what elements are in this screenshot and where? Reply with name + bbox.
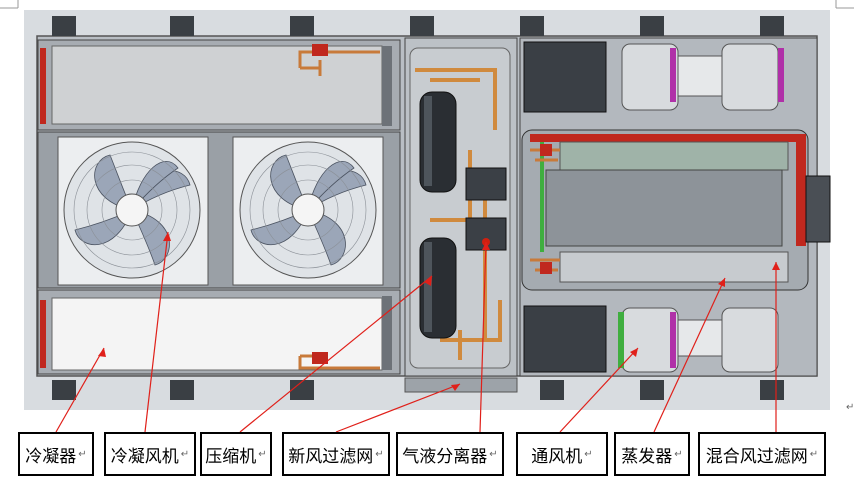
label-condenser-fan-text: 冷凝风机 [110,446,179,467]
condenser-bottom-header [382,296,392,370]
ventilator-bottom [523,305,779,373]
label-mixed-air-filter-text: 混合风过滤网 [705,446,808,467]
label-evaporator-text: 蒸发器 [621,446,673,467]
compressor-lower [419,237,457,339]
side-connector-box [805,175,831,243]
fresh-air-intake [404,377,518,393]
separator-upper [465,167,507,201]
label-mixed-air-filter: 混合风过滤网↵ [698,432,826,476]
label-condenser-fan: 冷凝风机↵ [104,432,196,476]
compressor-upper [419,91,457,193]
evaporator-red-frame [530,134,806,142]
condenser-top-header [382,46,392,126]
evaporator-red-frame-right [796,134,806,246]
evaporator-green-trim [540,142,544,252]
ventilator-top [523,41,784,113]
label-evaporator: 蒸发器↵ [614,432,690,476]
label-fresh-air-filter: 新风过滤网↵ [282,432,390,476]
condenser-top-coil [51,45,383,125]
evaporator-valve-bottom [540,262,552,274]
condenser-fan-2 [232,136,384,286]
label-gas-liquid-separator-text: 气液分离器 [402,446,488,467]
evaporator-valve-top [540,144,552,156]
condenser-bottom-coil [51,297,383,371]
condenser-bottom-valve [312,352,328,364]
condenser-fan-1 [57,136,209,286]
evaporator-coil [559,141,789,171]
leader-lines [55,231,777,433]
label-compressor-text: 压缩机 [205,446,257,467]
label-fresh-air-filter-text: 新风过滤网 [288,446,374,467]
condenser-bottom-red-trim [40,300,46,368]
page-corner-marks [0,0,854,9]
evaporator-core [545,169,783,247]
label-condenser: 冷凝器↵ [18,432,94,476]
label-ventilator-text: 通风机 [531,446,583,467]
mounting-feet [52,16,784,400]
leader-arrowheads [98,232,780,391]
return-mark-side: ↵ [846,402,854,413]
condenser-top-valve [312,44,328,56]
condenser-top-red-trim [40,48,46,124]
label-compressor: 压缩机↵ [200,432,272,476]
mixed-air-filter-panel [559,251,789,283]
label-gas-liquid-separator: 气液分离器↵ [396,432,504,476]
label-ventilator: 通风机↵ [516,432,608,476]
label-condenser-text: 冷凝器 [25,446,77,467]
